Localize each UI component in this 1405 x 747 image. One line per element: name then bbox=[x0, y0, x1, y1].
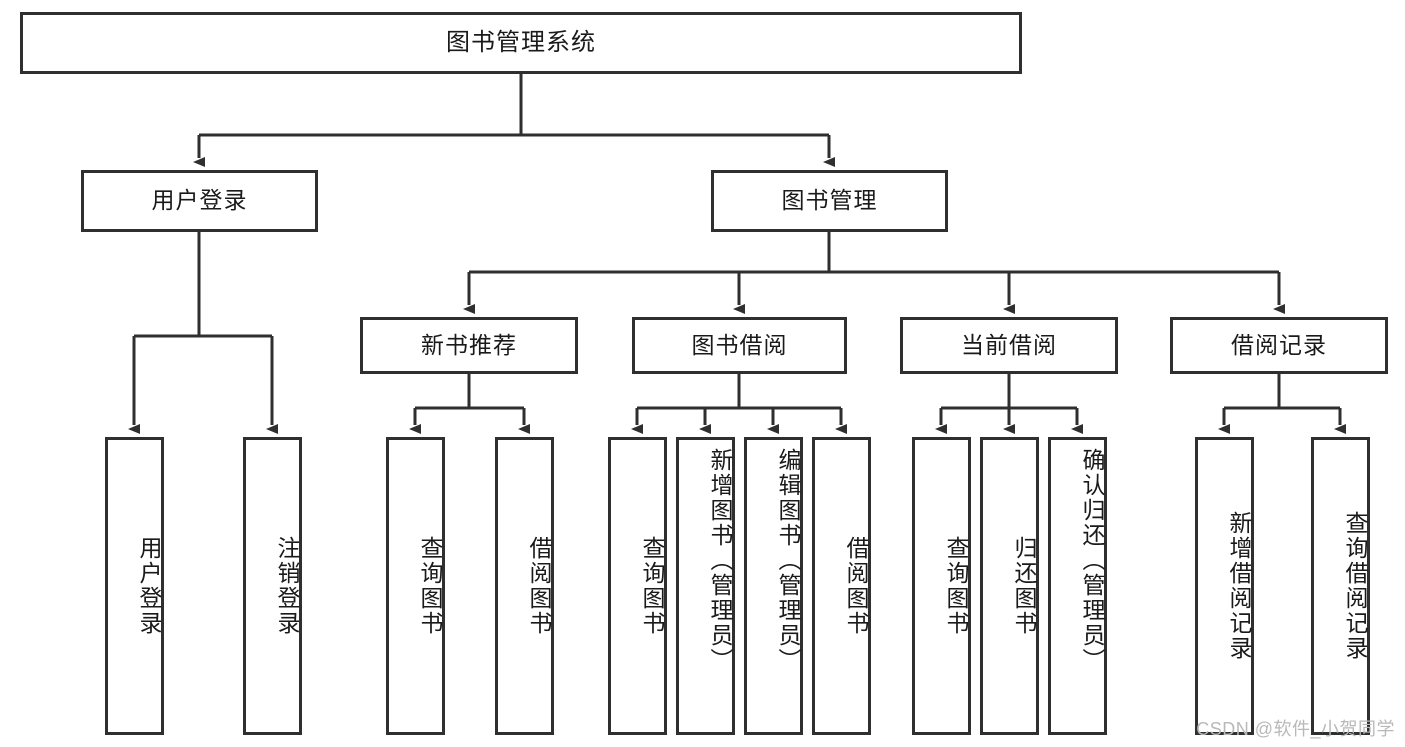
node-new-book-recommend[interactable]: 新书推荐 bbox=[360, 317, 578, 374]
csdn-watermark: CSDN @软件_小贺同学 bbox=[1196, 719, 1395, 739]
node-book-management[interactable]: 图书管理 bbox=[711, 170, 948, 232]
leaf-edit-book-admin[interactable]: 编辑图书（管理员） bbox=[744, 437, 803, 735]
node-current-borrow[interactable]: 当前借阅 bbox=[900, 317, 1118, 374]
node-book-borrow[interactable]: 图书借阅 bbox=[632, 317, 847, 374]
node-label: 图书管理 bbox=[781, 187, 878, 214]
node-label: 借阅记录 bbox=[1231, 331, 1327, 358]
leaf-borrow-book[interactable]: 借阅图书 bbox=[812, 437, 871, 735]
node-label: 图书管理系统 bbox=[446, 28, 596, 56]
node-label: 新增借阅记录 bbox=[1226, 511, 1252, 661]
leaf-borrow-book-recommend[interactable]: 借阅图书 bbox=[495, 437, 554, 735]
leaf-query-book-current[interactable]: 查询图书 bbox=[912, 437, 971, 735]
node-label: 新书推荐 bbox=[421, 331, 517, 358]
node-label: 当前借阅 bbox=[961, 331, 1057, 358]
leaf-confirm-return-admin[interactable]: 确认归还（管理员） bbox=[1048, 437, 1107, 735]
leaf-return-book[interactable]: 归还图书 bbox=[980, 437, 1039, 735]
leaf-query-book-recommend[interactable]: 查询图书 bbox=[386, 437, 445, 735]
leaf-add-borrow-record[interactable]: 新增借阅记录 bbox=[1195, 437, 1254, 735]
node-label: 借阅图书 bbox=[843, 536, 869, 636]
node-label: 用户登录 bbox=[151, 187, 248, 214]
leaf-query-book-borrow[interactable]: 查询图书 bbox=[608, 437, 667, 735]
node-root-book-management-system[interactable]: 图书管理系统 bbox=[20, 12, 1022, 74]
node-label: 用户登录 bbox=[136, 536, 162, 636]
node-label: 图书借阅 bbox=[691, 331, 788, 358]
node-label: 查询图书 bbox=[639, 536, 665, 636]
node-label: 查询借阅记录 bbox=[1342, 511, 1368, 661]
node-label: 查询图书 bbox=[417, 536, 443, 636]
node-label: 归还图书 bbox=[1011, 536, 1037, 636]
node-borrow-records[interactable]: 借阅记录 bbox=[1170, 317, 1388, 374]
leaf-query-borrow-record[interactable]: 查询借阅记录 bbox=[1311, 437, 1370, 735]
leaf-user-login[interactable]: 用户登录 bbox=[105, 437, 164, 735]
node-label: 确认归还（管理员） bbox=[1079, 448, 1105, 673]
node-label: 查询图书 bbox=[943, 536, 969, 636]
node-user-login[interactable]: 用户登录 bbox=[81, 170, 318, 232]
node-label: 新增图书（管理员） bbox=[707, 448, 733, 673]
node-label: 注销登录 bbox=[274, 536, 300, 636]
node-label: 编辑图书（管理员） bbox=[775, 448, 801, 673]
leaf-logout[interactable]: 注销登录 bbox=[243, 437, 302, 735]
leaf-add-book-admin[interactable]: 新增图书（管理员） bbox=[676, 437, 735, 735]
node-label: 借阅图书 bbox=[526, 536, 552, 636]
